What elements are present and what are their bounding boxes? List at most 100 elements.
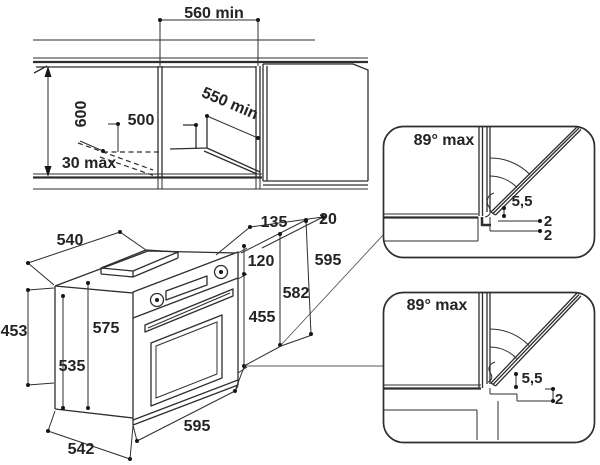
door-handle-detail xyxy=(147,292,231,329)
detail-bottom-hinge xyxy=(487,361,496,383)
dim-point xyxy=(278,232,282,236)
dim-point xyxy=(321,215,325,219)
dim-point xyxy=(26,288,30,292)
dim-point xyxy=(61,294,65,298)
dim-point xyxy=(538,219,542,223)
dim-542-line xyxy=(47,410,134,460)
dim-550-line xyxy=(206,115,259,139)
detail-top-clearance-a: 2 xyxy=(544,213,552,230)
knob-right xyxy=(213,264,229,280)
detail-bottom-gap: 5,5 xyxy=(522,370,543,387)
dim-500-line xyxy=(108,123,119,152)
detail-top-open-door xyxy=(490,126,582,216)
dim-point xyxy=(233,389,237,393)
dim-point xyxy=(61,406,65,410)
dim-front-width: 595 xyxy=(184,418,211,435)
dim-595-right-line xyxy=(243,220,313,367)
dim-point xyxy=(309,332,313,336)
dim-point xyxy=(242,272,246,276)
dim-540-line xyxy=(27,231,147,286)
detail-top-clearance-b: 2 xyxy=(544,227,552,244)
display-window xyxy=(165,275,208,301)
detail-top-corner xyxy=(480,217,491,227)
dim-point xyxy=(304,219,308,223)
plinth-line xyxy=(33,177,368,190)
dim-point xyxy=(205,114,209,118)
dim-point xyxy=(116,122,120,126)
dim-point xyxy=(256,18,260,22)
detail-top-lower-lines xyxy=(384,217,540,242)
niche-floor-perspective xyxy=(169,116,261,175)
dim-point xyxy=(26,261,30,265)
dim-point xyxy=(502,214,506,218)
dim-point xyxy=(118,230,122,234)
dim-point xyxy=(502,206,506,210)
arrow-down-icon xyxy=(44,166,52,177)
detail-top-gap: 5,5 xyxy=(512,193,533,210)
detail-top-angle: 89° max xyxy=(414,132,475,149)
dim-niche-width: 560 min xyxy=(184,5,244,22)
oven-3d-view: 540 453 575 535 542 595 135 20 xyxy=(1,211,341,461)
niche-left-side-panel xyxy=(157,66,163,177)
detail-bottom-angle: 89° max xyxy=(407,297,468,314)
dim-120-455-line xyxy=(237,246,248,374)
dim-point xyxy=(158,18,162,22)
detail-top-frame xyxy=(382,125,596,259)
dim-depth-upper: 575 xyxy=(93,320,120,337)
dim-point xyxy=(514,385,518,389)
detail-bottom-side-panel xyxy=(478,293,491,388)
dim-depth-lower: 535 xyxy=(59,358,86,375)
niche-right-side-panel xyxy=(255,66,261,177)
dim-point xyxy=(248,225,252,229)
rear-clearance-dashed xyxy=(77,142,160,177)
dim-niche-height: 600 xyxy=(73,101,90,128)
oven-carcass-outline xyxy=(54,250,237,419)
dim-rear-clearance: 30 max xyxy=(62,155,116,172)
cabinet-top-line xyxy=(33,65,256,74)
knob-left-center xyxy=(155,298,159,302)
dim-top-offset-a: 135 xyxy=(261,214,288,231)
detail-top-side-panel xyxy=(478,127,491,216)
detail-top-hinge xyxy=(484,192,495,218)
arrow-up-icon xyxy=(44,66,52,77)
door-detail-bottom: 89° max 5,5 2 xyxy=(382,291,596,444)
dim-base-depth: 542 xyxy=(68,441,95,458)
dim-point xyxy=(135,439,139,443)
dim-135-20-line xyxy=(215,216,324,256)
rear-clearance-leader xyxy=(79,140,104,152)
dim-point xyxy=(46,429,50,433)
detail-bottom-step-lines xyxy=(489,388,553,402)
dim-point xyxy=(86,281,90,285)
cabinet-section-view: 560 min 600 500 30 max 550 min xyxy=(33,5,369,190)
dim-door-glass-height: 455 xyxy=(249,309,276,326)
dim-point xyxy=(551,387,555,391)
dim-point xyxy=(101,149,105,153)
detail-top-angle-arc xyxy=(489,157,531,188)
dim-top-width: 540 xyxy=(57,232,84,249)
dim-point xyxy=(256,136,260,140)
dim-fascia-height: 120 xyxy=(248,253,275,270)
detail-bottom-clearance: 2 xyxy=(555,391,563,408)
dim-point xyxy=(128,457,132,461)
door-window-inner xyxy=(155,321,218,399)
dim-point xyxy=(514,372,518,376)
dim-top-offset-b: 20 xyxy=(319,211,337,228)
leader-to-detail-top xyxy=(280,233,385,346)
dim-560-line xyxy=(159,19,259,66)
control-panel-line xyxy=(132,277,239,319)
dim-point xyxy=(538,229,542,233)
detail-bottom-angle-arc xyxy=(489,328,530,359)
knob-left xyxy=(149,292,165,308)
tall-unit-door xyxy=(262,63,369,186)
dim-point xyxy=(194,123,198,127)
dim-side-height: 453 xyxy=(1,323,28,340)
door-window-outer xyxy=(150,314,223,407)
dim-point xyxy=(26,383,30,387)
dim-595-bottom-line xyxy=(132,366,245,442)
knob-right-center xyxy=(219,270,223,274)
dim-door-height: 582 xyxy=(283,285,310,302)
detail-bottom-open-door xyxy=(490,292,582,387)
oven-top-box xyxy=(100,249,179,278)
